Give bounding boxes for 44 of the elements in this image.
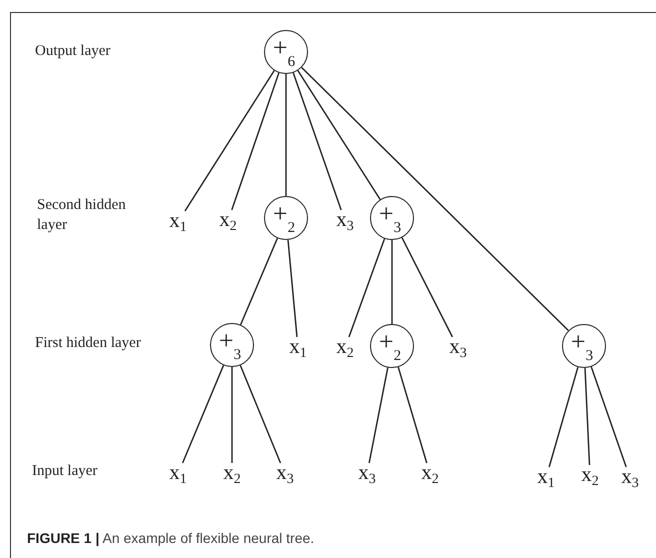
layer-label: Second hidden layer xyxy=(37,196,127,234)
input-variable: x$_{3}$ xyxy=(273,463,297,485)
sum-node-circle: +$_{3}$ xyxy=(370,196,414,240)
figure-caption: FIGURE 1 | An example of flexible neural tree. xyxy=(27,530,314,546)
tree-edge xyxy=(285,74,287,196)
sum-node-circle: +$_{3}$ xyxy=(210,323,254,367)
tree-edge xyxy=(584,368,590,466)
layer-label: Output layer xyxy=(35,42,112,61)
input-variable: x$_{3}$ xyxy=(618,467,642,489)
tree-edge xyxy=(184,70,275,212)
layer-label: Input layer xyxy=(32,462,98,481)
tree-edge xyxy=(231,367,233,463)
input-variable: x$_{2}$ xyxy=(578,465,602,487)
tree-edge xyxy=(182,365,224,464)
tree-edge xyxy=(297,70,381,200)
input-variable: x$_{3}$ xyxy=(333,210,357,232)
tree-edge xyxy=(391,240,393,324)
tree-edge xyxy=(240,365,282,464)
tree-edge xyxy=(292,72,342,210)
tree-edge xyxy=(590,366,627,468)
tree-edge xyxy=(287,240,298,338)
input-variable: x$_{1}$ xyxy=(534,467,558,489)
tree-edge xyxy=(231,72,280,210)
tree-edge xyxy=(401,237,454,338)
input-variable: x$_{2}$ xyxy=(333,337,357,359)
input-variable: x$_{2}$ xyxy=(418,463,442,485)
input-variable: x$_{1}$ xyxy=(166,211,190,233)
layer-label: First hidden layer xyxy=(35,334,142,353)
sum-node-circle: +$_{2}$ xyxy=(264,196,308,240)
tree-edge xyxy=(348,238,386,338)
tree-edge xyxy=(398,366,428,464)
sum-node-circle: +$_{6}$ xyxy=(264,30,308,74)
sum-node-circle: +$_{2}$ xyxy=(370,324,414,368)
tree-edge xyxy=(368,367,388,464)
tree-edge xyxy=(240,238,278,326)
tree-edge xyxy=(301,66,569,332)
input-variable: x$_{2}$ xyxy=(216,210,240,232)
input-variable: x$_{1}$ xyxy=(286,337,310,359)
input-variable: x$_{2}$ xyxy=(220,463,244,485)
input-variable: x$_{3}$ xyxy=(446,337,470,359)
input-variable: x$_{3}$ xyxy=(355,463,379,485)
input-variable: x$_{1}$ xyxy=(166,463,190,485)
tree-edge xyxy=(548,366,579,468)
sum-node-circle: +$_{3}$ xyxy=(562,324,606,368)
